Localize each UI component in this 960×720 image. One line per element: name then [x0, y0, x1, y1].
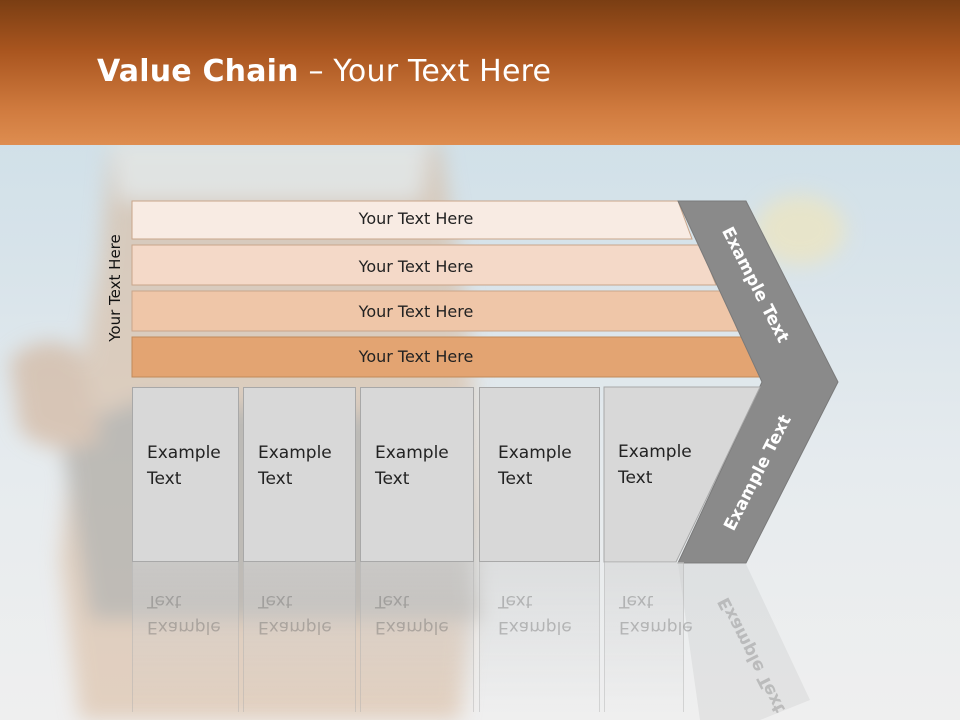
title-bold: Value Chain — [97, 54, 299, 89]
bar-2-shape — [131, 244, 717, 286]
box-4-line1: Example — [498, 443, 572, 463]
box-5-line2: Text — [618, 468, 653, 488]
box-3-line1: Example — [375, 443, 449, 463]
box-5-line1: Example — [618, 442, 692, 462]
box-2-line1: Example — [258, 443, 332, 463]
box-1-line1: Example — [147, 443, 221, 463]
box-3-line2: Text — [375, 469, 410, 489]
title-banner — [0, 0, 960, 145]
bar-2-label: Your Text Here — [358, 257, 474, 276]
bar-3-label: Your Text Here — [358, 302, 474, 321]
box-1-line2: Text — [147, 469, 182, 489]
slide-title: Value Chain – Your Text Here — [97, 54, 551, 89]
bar-4-label: Your Text Here — [358, 347, 474, 366]
title-rest: – Your Text Here — [298, 54, 552, 89]
bar-1-label: Your Text Here — [358, 209, 474, 228]
chevron-shape — [677, 200, 839, 564]
bar-1-shape — [131, 200, 693, 240]
box-2-line2: Text — [258, 469, 293, 489]
box-4-line2: Text — [498, 469, 533, 489]
chevron-reflection — [678, 564, 810, 720]
